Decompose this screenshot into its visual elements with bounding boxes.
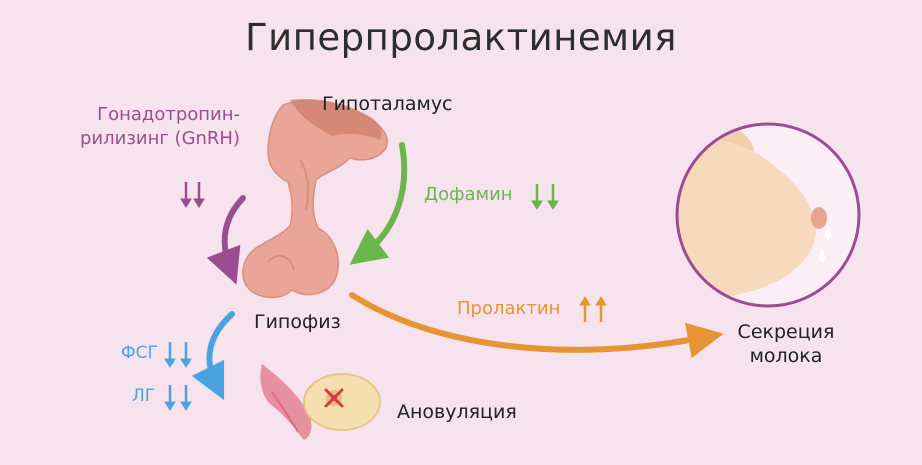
dopamine-arrow bbox=[349, 142, 408, 265]
dopamine-down-arrows-icon bbox=[531, 184, 559, 210]
fsh-label: ФСГ bbox=[121, 343, 158, 363]
page-title: Гиперпролактинемия bbox=[245, 16, 677, 59]
ovary-illustration bbox=[260, 364, 381, 440]
gnrh-down-arrows-icon bbox=[180, 182, 205, 208]
lh-down-arrows-icon bbox=[164, 385, 192, 411]
milk-secretion-label: Секреция молока bbox=[737, 321, 835, 367]
fsh-lh-arrow bbox=[191, 311, 235, 401]
lh-label: ЛГ bbox=[132, 386, 156, 406]
prolactin-label: Пролактин bbox=[457, 298, 561, 319]
gnrh-label: Гонадотропин-рилизинг (GnRH) bbox=[80, 104, 240, 149]
prolactin-arrow bbox=[349, 292, 724, 359]
hypothalamus-label: Гипоталамус bbox=[322, 93, 453, 115]
gnrh-arrow bbox=[206, 195, 246, 285]
breast-illustration bbox=[675, 122, 861, 308]
prolactin-up-arrows-icon bbox=[579, 296, 607, 322]
dopamine-label: Дофамин bbox=[424, 184, 513, 205]
hypothalamus-pituitary-illustration bbox=[242, 98, 388, 299]
pituitary-label: Гипофиз bbox=[254, 311, 341, 333]
anovulation-label: Ановуляция bbox=[397, 401, 517, 423]
fsh-down-arrows-icon bbox=[164, 342, 192, 368]
cross-icon bbox=[324, 388, 344, 408]
